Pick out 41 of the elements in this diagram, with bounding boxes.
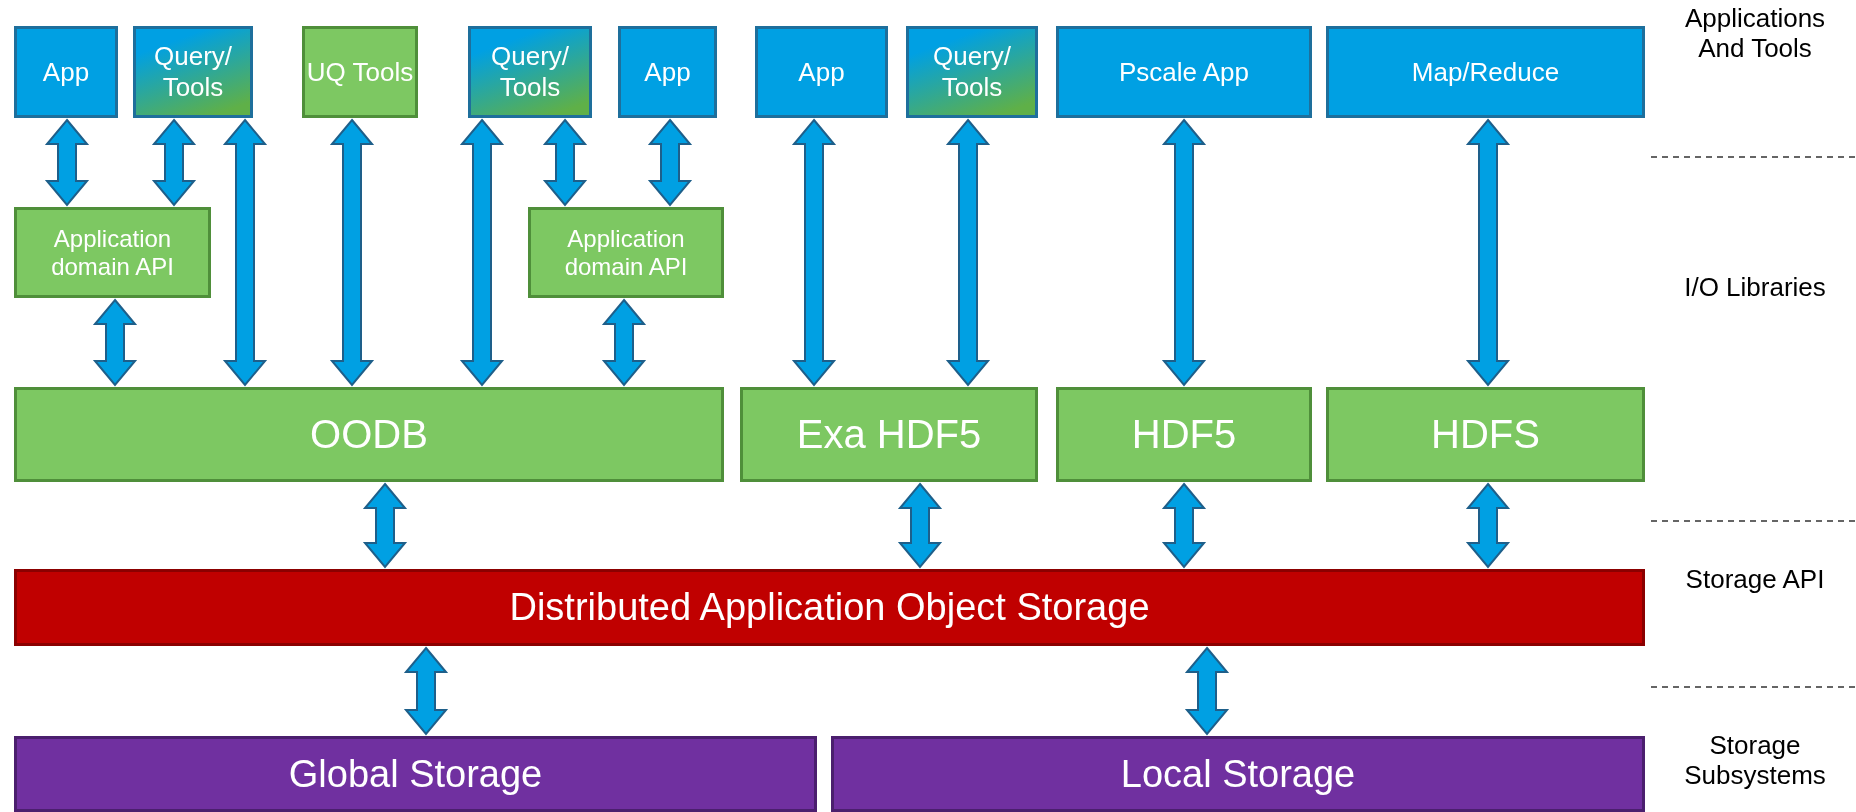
library-box: Application domain API xyxy=(528,207,724,298)
app-box: App xyxy=(14,26,118,118)
double-arrow xyxy=(1465,482,1511,569)
library-box: Application domain API xyxy=(14,207,211,298)
double-arrow xyxy=(945,118,991,387)
double-arrow xyxy=(1184,646,1230,736)
library-box: HDF5 xyxy=(1056,387,1312,482)
double-arrow xyxy=(1465,118,1511,387)
layer-label: Storage Subsystems xyxy=(1683,731,1827,791)
storage-subsystem-bar: Global Storage xyxy=(14,736,817,812)
app-box: Map/Reduce xyxy=(1326,26,1645,118)
double-arrow xyxy=(1161,482,1207,569)
library-box: UQ Tools xyxy=(302,26,418,118)
double-arrow xyxy=(362,482,408,569)
library-box: HDFS xyxy=(1326,387,1645,482)
app-box: App xyxy=(618,26,717,118)
double-arrow xyxy=(459,118,505,387)
double-arrow xyxy=(791,118,837,387)
double-arrow xyxy=(647,118,693,207)
double-arrow xyxy=(92,298,138,387)
double-arrow xyxy=(329,118,375,387)
double-arrow xyxy=(1161,118,1207,387)
layer-label: Applications And Tools xyxy=(1683,4,1827,64)
storage-subsystem-bar: Local Storage xyxy=(831,736,1645,812)
layer-label: Storage API xyxy=(1684,565,1826,595)
storage-api-bar: Distributed Application Object Storage xyxy=(14,569,1645,646)
tool-box: Query/ Tools xyxy=(133,26,253,118)
app-box: Pscale App xyxy=(1056,26,1312,118)
library-box: Exa HDF5 xyxy=(740,387,1038,482)
tool-box: Query/ Tools xyxy=(468,26,592,118)
tool-box: Query/ Tools xyxy=(906,26,1038,118)
double-arrow xyxy=(542,118,588,207)
layer-label: I/O Libraries xyxy=(1683,273,1827,303)
double-arrow xyxy=(403,646,449,736)
double-arrow xyxy=(151,118,197,207)
library-box: OODB xyxy=(14,387,724,482)
app-box: App xyxy=(755,26,888,118)
double-arrow xyxy=(601,298,647,387)
double-arrow xyxy=(44,118,90,207)
double-arrow xyxy=(897,482,943,569)
double-arrow xyxy=(222,118,268,387)
